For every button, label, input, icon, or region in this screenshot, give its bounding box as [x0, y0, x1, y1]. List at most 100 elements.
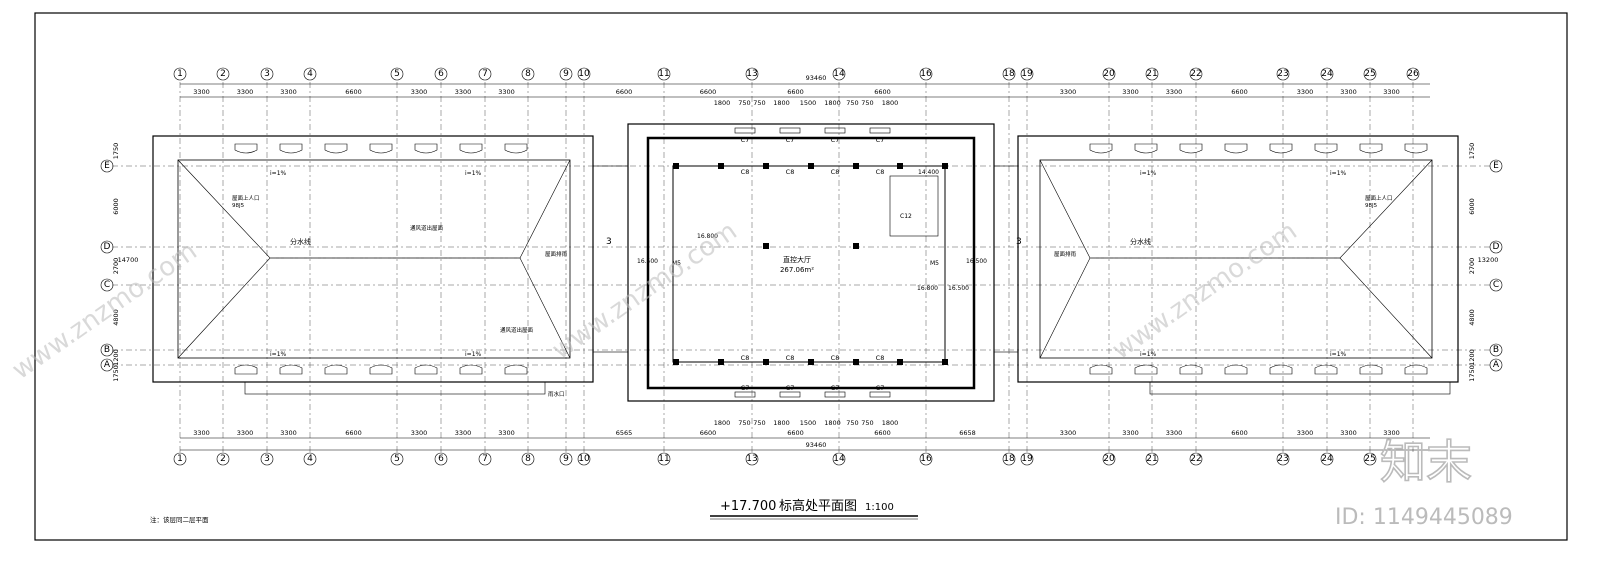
grid-bubble-top-24	[1320, 67, 1334, 81]
window-top-11	[1269, 143, 1293, 154]
slope-label-3: i=1%	[270, 351, 287, 358]
dim-bottom-left-5: 3300	[455, 429, 472, 437]
watermark-brand: 知末	[1380, 435, 1472, 489]
grid-bubble-bottom-5	[390, 452, 404, 466]
column-6	[942, 163, 948, 169]
grid-row-label-left-E: E	[104, 161, 110, 171]
grid-label-bottom-25: 25	[1364, 454, 1375, 464]
left-wing-outer	[152, 135, 594, 383]
window-top-2	[324, 143, 348, 154]
grid-label-top-5: 5	[394, 69, 400, 79]
left-wing-ridge	[177, 159, 571, 259]
grid-bubble-top-1	[173, 67, 187, 81]
dim-side-right-3: 4800	[1468, 309, 1476, 326]
grid-bubble-bottom-23	[1276, 452, 1290, 466]
grid-bubble-bottom-3	[260, 452, 274, 466]
grid-bubble-bottom-20	[1102, 452, 1116, 466]
window-top-4	[414, 143, 438, 154]
window-c7-bottom-3	[869, 391, 891, 398]
window-c7-bottom-label-2: C7	[831, 384, 840, 392]
window-bottom-5	[459, 364, 483, 375]
window-c7-top-label-0: C7	[741, 136, 750, 144]
dim-top-left-4: 3300	[411, 88, 428, 96]
window-bottom-14	[1404, 364, 1428, 375]
dim-top-center-1: 6600	[700, 88, 717, 96]
left-wing-parapet	[177, 159, 571, 359]
grid-bubble-top-5	[390, 67, 404, 81]
dim-bottom-center-4: 6658	[959, 429, 976, 437]
window-c8-bottom-label-3: C8	[876, 354, 885, 362]
title-name: 标高处平面图	[779, 498, 857, 514]
column-15	[853, 243, 859, 249]
roof-hatch-right: 屋面上人口	[1365, 194, 1393, 202]
left-wing-ridge-bottom	[177, 257, 571, 359]
grid-bubble-top-20	[1102, 67, 1116, 81]
dim-side-left-2: 2700	[112, 258, 120, 275]
window-top-7	[1089, 143, 1113, 154]
grid-row-bubble-left-B	[100, 343, 114, 357]
grid-bubble-bottom-14	[832, 452, 846, 466]
dim-top-right-1: 3300	[1122, 88, 1139, 96]
grid-bubble-top-26	[1406, 67, 1420, 81]
window-bottom-8	[1134, 364, 1158, 375]
window-top-0	[234, 143, 258, 154]
window-top-12	[1314, 143, 1338, 154]
window-bottom-11	[1269, 364, 1293, 375]
drain-outlet: 雨水口	[548, 390, 565, 398]
grid-bubble-top-6	[434, 67, 448, 81]
window-bottom-9	[1179, 364, 1203, 375]
grid-bubble-bottom-24	[1320, 452, 1334, 466]
central-hall	[672, 165, 946, 363]
dim-top-right-6: 3300	[1383, 88, 1400, 96]
column-4	[853, 163, 859, 169]
grid-bubble-bottom-16	[919, 452, 933, 466]
vent-cap-2: 通风道出屋面	[500, 326, 534, 334]
dim-window-bottom-1: 750	[738, 419, 750, 427]
window-c8-bottom-label-0: C8	[741, 354, 750, 362]
watermark-id: ID: 1149445089	[1335, 505, 1513, 530]
room-name: 直控大厅	[783, 255, 811, 264]
grid-bubble-top-25	[1363, 67, 1377, 81]
dim-window-top-1: 750	[738, 99, 750, 107]
window-bottom-7	[1089, 364, 1113, 375]
grid-row-label-right-E: E	[1493, 161, 1499, 171]
column-13	[942, 359, 948, 365]
dim-window-top-0: 1800	[714, 99, 731, 107]
dim-top-center-0: 6600	[616, 88, 633, 96]
column-3	[808, 163, 814, 169]
window-c7-bottom-label-1: C7	[786, 384, 795, 392]
grid-label-top-21: 21	[1146, 69, 1157, 79]
window-c7-bottom-1	[779, 391, 801, 398]
grid-label-top-16: 16	[920, 69, 932, 79]
grid-row-label-left-B: B	[104, 345, 110, 355]
grid-row-bubble-left-C	[100, 278, 114, 292]
window-c7-top-2	[824, 127, 846, 134]
window-c12: C12	[900, 213, 912, 220]
grid-label-top-24: 24	[1321, 69, 1333, 79]
window-bottom-12	[1314, 364, 1338, 375]
grid-label-bottom-1: 1	[177, 454, 183, 464]
right-wing-canopy	[1149, 381, 1451, 395]
level-16500-a: 16.500	[637, 258, 658, 265]
grid-label-bottom-24: 24	[1321, 454, 1333, 464]
grid-label-top-23: 23	[1277, 69, 1288, 79]
window-bottom-4	[414, 364, 438, 375]
grid-bubble-top-19	[1020, 67, 1034, 81]
window-c7-bottom-label-0: C7	[741, 384, 750, 392]
window-c7-top-label-3: C7	[876, 136, 885, 144]
overall-dim-top: 93460	[806, 74, 827, 82]
grid-row-label-right-C: C	[1493, 280, 1499, 290]
dim-window-top-7: 750	[861, 99, 873, 107]
grid-label-top-26: 26	[1407, 69, 1419, 79]
window-bottom-2	[324, 364, 348, 375]
title-elevation: +17.700	[720, 499, 776, 514]
grid-row-label-left-C: C	[104, 280, 110, 290]
slope-label-7: i=1%	[1140, 351, 1157, 358]
level-14400: 14.400	[918, 169, 939, 176]
window-c7-top-1	[779, 127, 801, 134]
grid-bubble-bottom-1	[173, 452, 187, 466]
overall-dim-bottom: 93460	[806, 441, 827, 449]
side-total-left: 14700	[118, 256, 139, 264]
grid-label-bottom-8: 8	[525, 454, 531, 464]
